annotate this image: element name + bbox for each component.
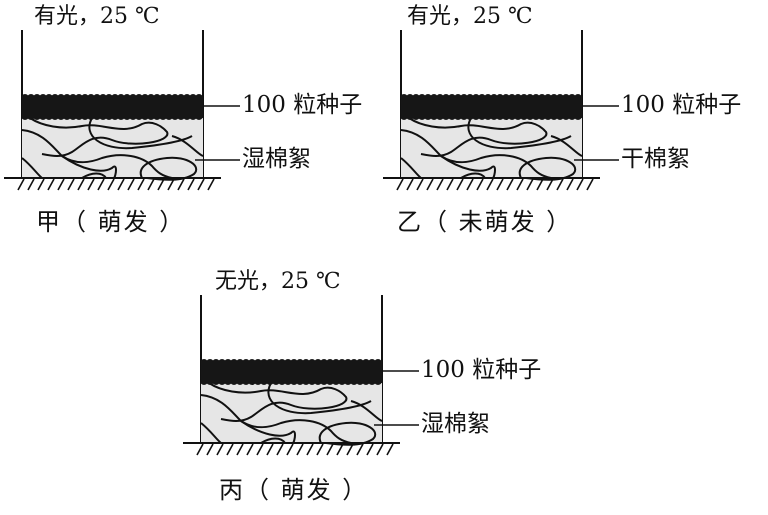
condition-label: 无光，25 ℃ (215, 269, 341, 294)
beaker-diagram (383, 30, 619, 191)
seed-label: 100 粒种子 (621, 92, 742, 118)
cotton-label: 湿棉絮 (242, 146, 311, 172)
setup-yi: 有光，25 ℃ 100 粒种子 干棉絮 乙（ 未萌发 ） (379, 0, 759, 250)
beaker-diagram (183, 295, 419, 456)
setup-bing: 无光，25 ℃ 100 粒种子 湿棉絮 丙（ 萌发 ） (179, 265, 559, 515)
beaker-diagram (4, 30, 240, 191)
setup-caption: 乙（ 未萌发 ） (397, 208, 573, 236)
seed-label: 100 粒种子 (242, 92, 363, 118)
condition-label: 有光，25 ℃ (34, 4, 160, 29)
setup-jia: 有光，25 ℃ 100 粒种子 湿棉絮 甲（ 萌发 ） (0, 0, 380, 250)
cotton-label: 干棉絮 (621, 146, 690, 172)
seed-label: 100 粒种子 (421, 357, 542, 383)
cotton-label: 湿棉絮 (421, 411, 490, 437)
setup-caption: 丙（ 萌发 ） (219, 476, 369, 504)
condition-label: 有光，25 ℃ (407, 4, 533, 29)
setup-caption: 甲（ 萌发 ） (36, 208, 186, 236)
